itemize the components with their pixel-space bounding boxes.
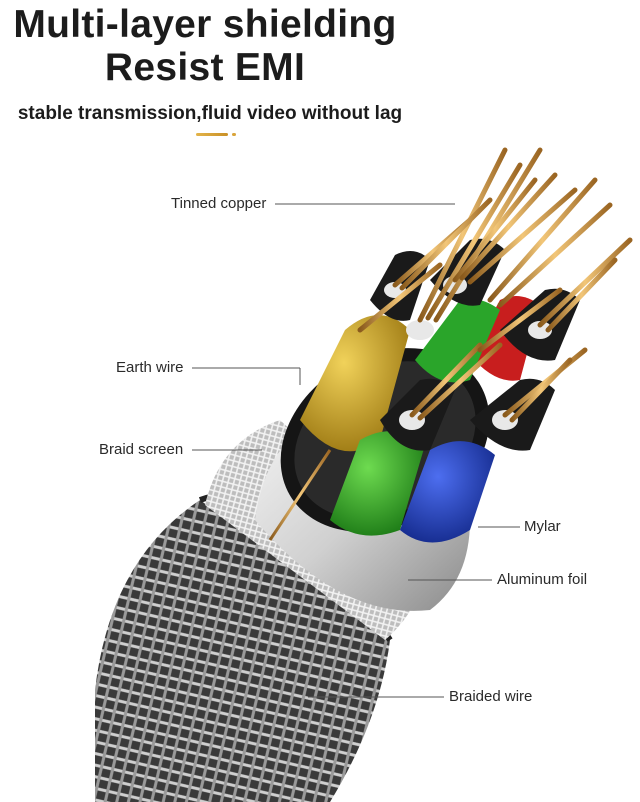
- callout-earth-wire: Earth wire: [116, 359, 184, 376]
- callout-lines: [192, 203, 520, 698]
- copper-strands: [357, 147, 633, 423]
- subtitle: stable transmission,fluid video without …: [17, 103, 403, 124]
- accent-dot: [232, 133, 236, 136]
- callout-aluminum-foil: Aluminum foil: [497, 571, 588, 588]
- callout-braided-wire: Braided wire: [449, 688, 533, 705]
- callout-mylar: Mylar: [524, 518, 561, 535]
- earth-wire-strand: [268, 449, 332, 541]
- callout-tinned-copper: Tinned copper: [171, 195, 267, 212]
- title-line-2: Resist EMI: [104, 46, 306, 89]
- accent-bar: [196, 133, 228, 136]
- title-line-1: Multi-layer shielding: [13, 3, 397, 46]
- callout-braid-screen: Braid screen: [99, 441, 184, 458]
